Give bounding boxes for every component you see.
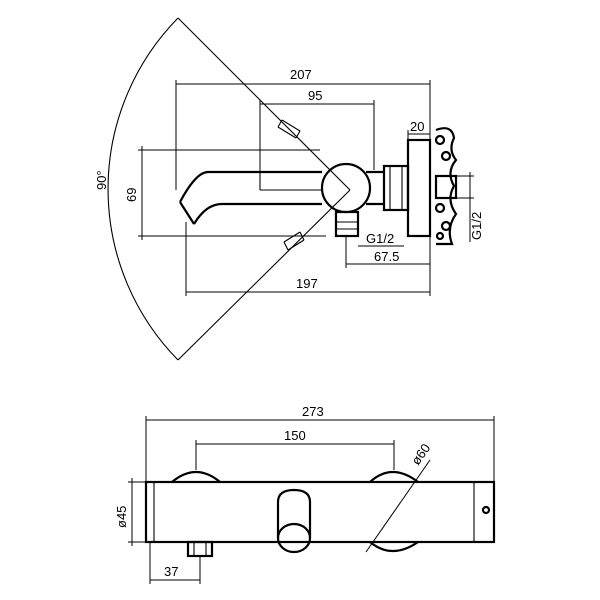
dim-67-5-label: 67.5 (374, 249, 399, 264)
left-handle (171, 470, 221, 483)
connector-nut (382, 164, 410, 212)
dim-37-label: 37 (164, 564, 178, 579)
angle-label: 90° (94, 170, 109, 190)
top-view: 90° 207 95 (94, 17, 484, 361)
dim-67-5: 67.5 (345, 236, 430, 268)
spout-front (276, 488, 312, 554)
dim-150: 150 (195, 428, 395, 470)
dim-150-label: 150 (284, 428, 306, 443)
wall-section (434, 127, 458, 246)
dim-273: 273 (145, 404, 495, 488)
mixer-body (320, 162, 372, 214)
dim-handle-diameter-label: ø60 (408, 441, 433, 468)
dim-207: 207 (175, 67, 431, 296)
dim-body-diameter-label: ø45 (114, 506, 129, 528)
outlet-nipple (334, 210, 360, 238)
dim-273-label: 273 (302, 404, 324, 419)
spout (179, 170, 322, 225)
mixer-tube (144, 480, 496, 544)
dim-inlet-thread-label: G1/2 (469, 212, 484, 240)
wall-flange (406, 138, 432, 238)
rotation-radius-lower (177, 189, 351, 361)
dim-20-label: 20 (410, 119, 424, 134)
rotation-arc (107, 17, 179, 361)
dim-95-label: 95 (308, 88, 322, 103)
dim-outlet-thread: G1/2 (358, 231, 404, 247)
dim-inlet-thread: G1/2 (456, 172, 484, 242)
dim-69: 69 (124, 146, 326, 240)
dim-69-label: 69 (124, 188, 139, 202)
dim-body-diameter: ø45 (114, 478, 146, 546)
front-view: 273 150 ø60 (114, 404, 496, 584)
right-handle-bottom (369, 541, 419, 553)
dim-outlet-thread-label: G1/2 (366, 231, 394, 246)
dim-37: 37 (149, 542, 201, 584)
right-handle-top (369, 470, 419, 483)
dim-95: 95 (259, 88, 375, 190)
outlet-nipple-front (186, 540, 214, 558)
dim-197-label: 197 (296, 276, 318, 291)
dim-207-label: 207 (290, 67, 312, 82)
dim-197: 197 (185, 222, 430, 296)
dim-handle-diameter: ø60 (365, 441, 433, 553)
